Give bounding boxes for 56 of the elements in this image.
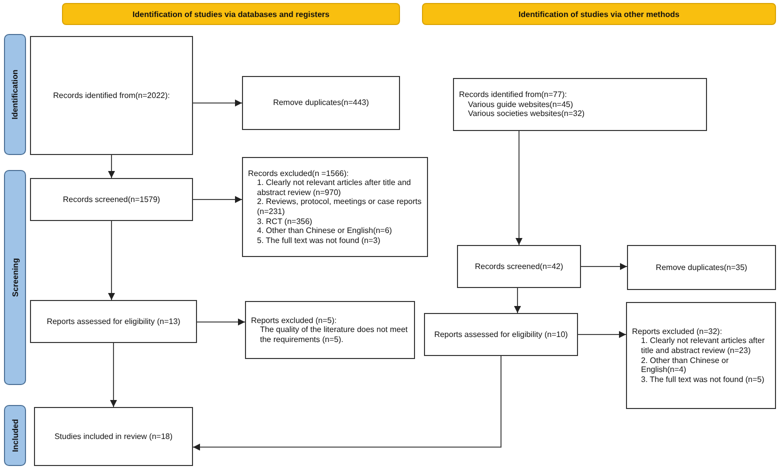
arrow (108, 154, 115, 178)
arrow (192, 100, 242, 106)
phase-label: Included (10, 419, 20, 452)
process-box (30, 178, 193, 221)
section-header-bar (62, 3, 400, 25)
process-box (626, 302, 776, 409)
section-title: Identification of studies via databases and registers (132, 10, 330, 18)
process-box (242, 157, 428, 257)
list-item-text: 4. Other than Chinese or English(n=6) (256, 226, 393, 236)
arrow (196, 318, 246, 326)
box-text: Remove duplicates(n=443) (273, 98, 369, 108)
box-text: Reports assessed for eligibility (n=10) (434, 330, 568, 340)
box-heading: Reports excluded (n=32): (632, 326, 724, 336)
process-box (242, 76, 400, 130)
list-item-text: 2. Other than Chinese or English(n=4) (640, 356, 730, 375)
process-box (453, 78, 707, 131)
process-box (245, 301, 415, 359)
box-text: Remove duplicates(n=35) (656, 262, 748, 272)
arrow (578, 331, 626, 338)
box-text: Reports assessed for eligibility (n=13) (46, 316, 180, 326)
list-item-text: 2. Reviews, protocol, meetings or case reports (n=231) (256, 197, 422, 217)
arrow (192, 356, 502, 451)
process-box (30, 36, 193, 155)
process-box (424, 313, 578, 356)
arrow (514, 288, 521, 314)
phase-label: Screening (10, 258, 20, 297)
list-item-text: 1. Clearly not relevant articles after title and abstract review (n=23) (640, 336, 766, 356)
list-item-text: Various guide websites(n=45) (467, 100, 574, 110)
box-text: Records screened(n=42) (474, 262, 564, 272)
list-item-text: 3. RCT (n=356) (256, 216, 314, 226)
box-text: Records screened(n=1579) (62, 194, 160, 204)
process-box (457, 245, 581, 288)
process-box (627, 245, 776, 290)
box-heading: Reports excluded (n=5): (251, 316, 338, 326)
list-item-text: The quality of the literature does not meet the requirements (n=5). (259, 325, 409, 344)
box-text: Studies included in review (n=18) (54, 432, 173, 442)
phase-label-band (4, 405, 26, 466)
arrow (192, 196, 242, 203)
list-item-text: Various societies websites(n=32) (467, 109, 586, 119)
arrow (516, 130, 522, 246)
list-item-text: 5. The full text was not found (n=3) (256, 236, 382, 246)
box-heading: Records excluded(n =1566): (248, 168, 350, 178)
section-title: Identification of studies via other methods (518, 10, 680, 18)
arrow (108, 220, 115, 300)
box-text: Records identified from(n=2022): (53, 90, 170, 100)
list-item-text: 1. Clearly not relevant articles after title and abstract review (n=970) (256, 178, 412, 198)
section-header-bar (422, 3, 776, 25)
process-box (34, 407, 193, 466)
box-heading: Records identified from(n=77): (459, 90, 568, 100)
list-item-text: 3. The full text was not found (n=5) (640, 374, 766, 384)
phase-label: Identification (10, 70, 20, 120)
phase-label-band (4, 170, 26, 385)
arrow (580, 263, 628, 270)
process-box (30, 300, 197, 343)
arrow (110, 342, 117, 408)
phase-label-band (4, 34, 26, 155)
